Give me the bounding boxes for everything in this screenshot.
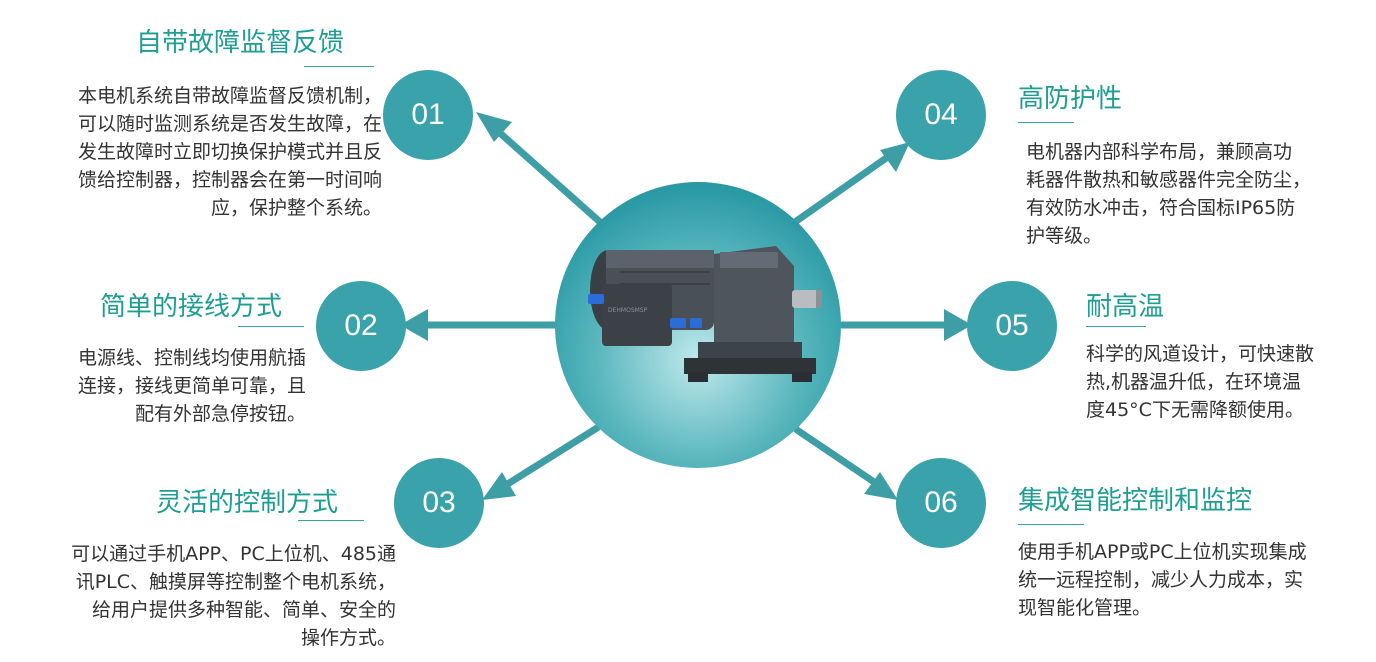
feature-06-number: 06: [896, 458, 986, 548]
arrowhead-06-icon: [864, 472, 898, 500]
feature-05-title: 耐高温: [1086, 292, 1165, 322]
feature-06-underline: [1018, 524, 1084, 525]
feature-04-title: 高防护性: [1018, 84, 1123, 114]
feature-02-description: 电源线、控制线均使用航插 连接，接线更简单可靠，且 配有外部急停按钮。: [77, 347, 306, 425]
feature-02-underline: [238, 326, 304, 327]
feature-03-description: 可以通过手机APP、PC上位机、485通 讯PLC、触摸屏等控制整个电机系统， …: [71, 543, 396, 649]
feature-01-underline: [304, 66, 374, 67]
feature-04-description: 电机器内部科学布局，兼顾高功 耗器件散热和敏感器件完全防尘， 有效防水冲击，符合…: [1026, 141, 1312, 247]
feature-02-title: 简单的接线方式: [100, 292, 283, 322]
feature-04-underline: [1018, 122, 1074, 123]
arrow-03: [494, 424, 601, 494]
arrowhead-01-icon: [476, 112, 512, 142]
feature-01-title: 自带故障监督反馈: [136, 28, 345, 58]
feature-02-number: 02: [316, 281, 406, 371]
arrow-01: [488, 122, 604, 226]
feature-01-description: 本电机系统自带故障监督反馈机制， 可以随时监测系统是否发生故障，在 发生故障时立…: [77, 85, 382, 219]
arrowhead-03-icon: [482, 472, 516, 500]
arrowhead-05-icon: [944, 309, 972, 341]
feature-04-number: 04: [896, 70, 986, 160]
feature-03-title: 灵活的控制方式: [156, 488, 339, 518]
motor-logo-text: DEHMOSMSP: [608, 307, 648, 314]
arrowhead-02-icon: [400, 309, 428, 341]
feature-03-underline: [298, 520, 364, 521]
arrow-06: [793, 426, 884, 490]
feature-06-title: 集成智能控制和监控: [1018, 486, 1253, 516]
feature-05-number: 05: [967, 281, 1057, 371]
feature-06-description: 使用手机APP或PC上位机实现集成 统一远程控制，减少人力成本，实 现智能化管理…: [1018, 541, 1307, 619]
feature-05-description: 科学的风道设计，可快速散 热,机器温升低，在环境温 度45°C下无需降额使用。: [1086, 343, 1315, 421]
feature-03-number: 03: [394, 458, 484, 548]
arrow-04: [791, 150, 896, 226]
arrowhead-04-icon: [880, 142, 910, 172]
feature-05-underline: [1086, 326, 1146, 327]
gear-motor-icon: DEHMOSMSP: [588, 246, 822, 382]
feature-01-number: 01: [383, 70, 473, 160]
